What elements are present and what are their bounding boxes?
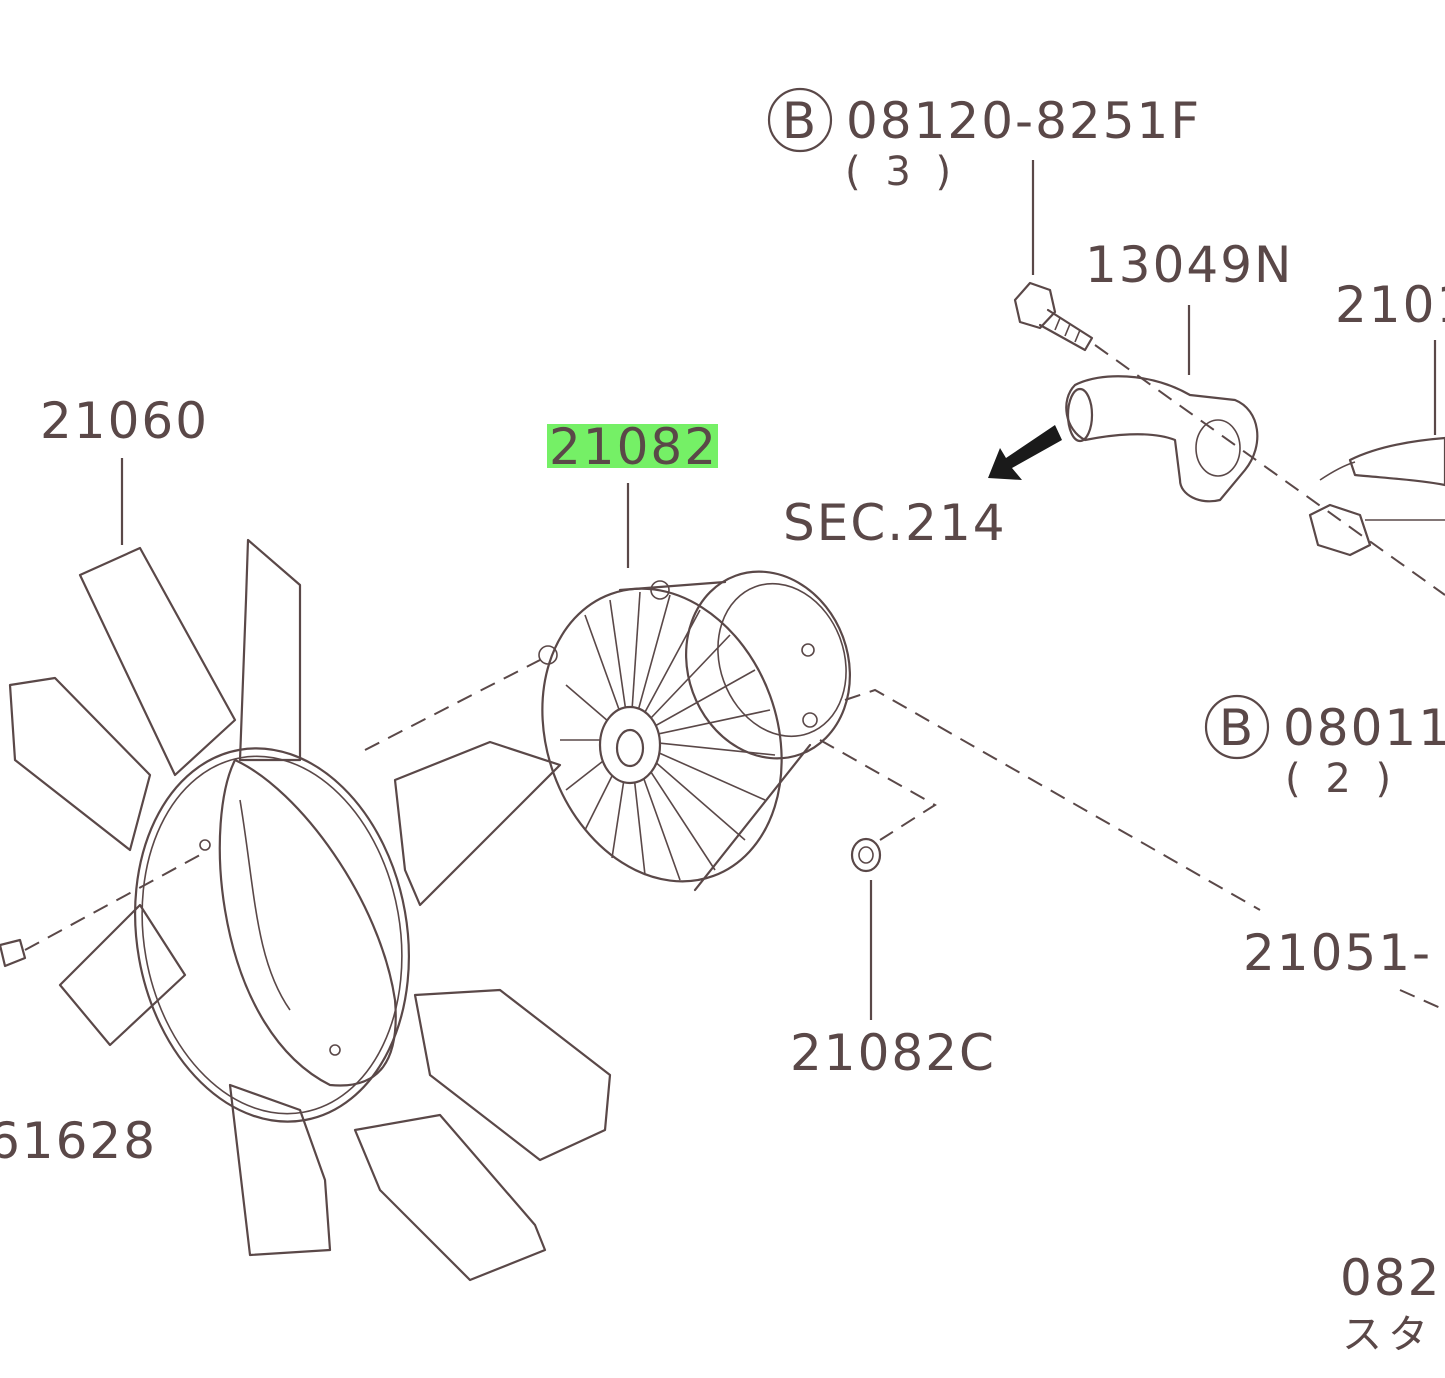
- part-highlight: [547, 424, 718, 468]
- stud-note: スタ: [1342, 1312, 1434, 1358]
- coupling-part-number[interactable]: 21082: [549, 418, 718, 476]
- nut-part-number[interactable]: 21082C: [790, 1024, 996, 1082]
- stud-part-number[interactable]: 082: [1340, 1249, 1441, 1307]
- sensor-drawing: [1308, 436, 1445, 557]
- bolt-part-number[interactable]: 08120-8251F: [846, 92, 1201, 150]
- leader-lines: [24, 160, 1445, 1020]
- screw-part-number[interactable]: 61628: [0, 1112, 157, 1170]
- bolt2-part-number[interactable]: 08011: [1283, 699, 1445, 757]
- pulley-part-number[interactable]: 21051-: [1243, 924, 1432, 982]
- bolt-marker-circle-icon: [767, 87, 833, 153]
- bolt-marker-label: B: [782, 92, 818, 150]
- section-reference[interactable]: SEC.214: [783, 494, 1007, 552]
- bolt-drawing: [1013, 281, 1094, 352]
- bolt2-marker-label: B: [1219, 699, 1255, 757]
- screw-drawing: [0, 938, 27, 968]
- fan-coupling-drawing: [538, 570, 851, 892]
- nut-drawing: [850, 837, 882, 873]
- bolt-quantity: ( 3 ): [845, 149, 957, 195]
- sensor-part-number[interactable]: 2101: [1335, 276, 1445, 334]
- pipe-part-number[interactable]: 13049N: [1085, 236, 1293, 294]
- bolt2-quantity: ( 2 ): [1285, 756, 1397, 802]
- cooling-fan-drawing: [8, 538, 612, 1282]
- water-pipe-drawing: [1065, 375, 1259, 503]
- bolt2-marker-circle-icon: [1204, 694, 1270, 760]
- fan-part-number[interactable]: 21060: [40, 392, 209, 450]
- section-arrow-icon: [988, 425, 1062, 480]
